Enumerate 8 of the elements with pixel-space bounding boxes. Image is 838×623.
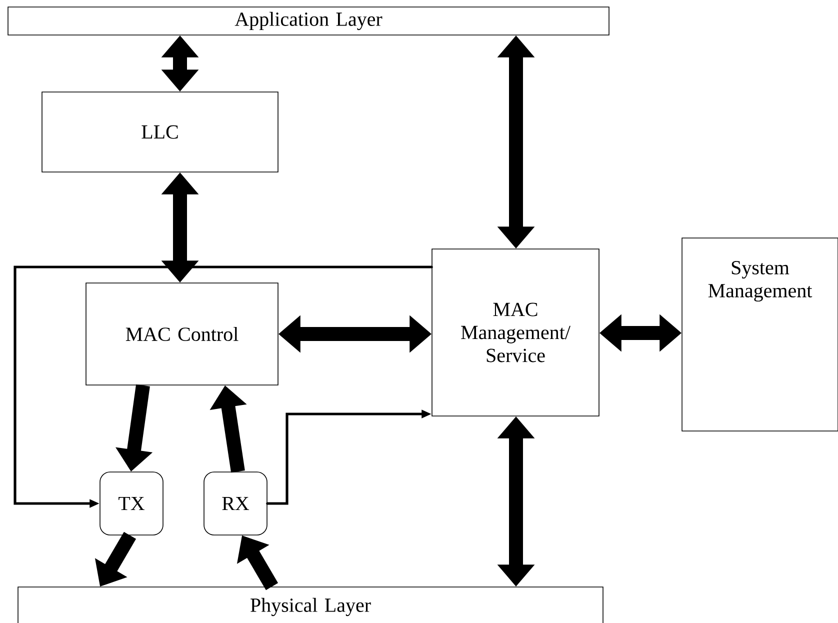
process-box: LLC [42,92,278,172]
layer-box: Application Layer [8,6,610,36]
process-box: TX [100,472,164,536]
process-box: MAC Control [86,282,278,386]
process-box: System Management [682,238,838,432]
process-box: RX [204,472,268,536]
layer-box: Physical Layer [18,586,604,623]
process-box: MAC Management/ Service [432,248,600,416]
